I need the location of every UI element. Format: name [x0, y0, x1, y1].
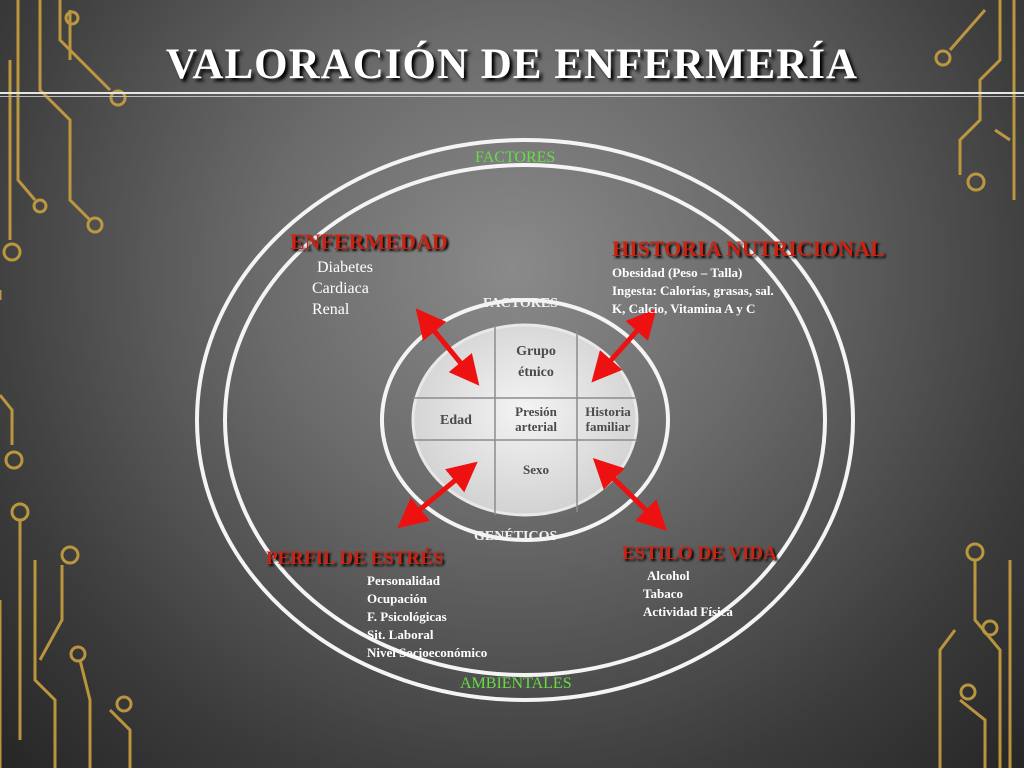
outer-label-bottom: AMBIENTALES	[460, 675, 572, 692]
arrow-historia-nutricional	[591, 308, 657, 383]
list-item: Sit. Laboral	[367, 627, 434, 642]
list-perfil-estres: Personalidad Ocupación F. Psicológicas S…	[367, 572, 487, 662]
list-item: Diabetes	[317, 259, 373, 276]
list-item: Obesidad (Peso – Talla)	[612, 265, 743, 280]
cell-presion-arterial: Presión arterial	[515, 404, 557, 434]
list-item: Actividad Física	[643, 604, 733, 619]
outer-ring	[195, 138, 855, 702]
list-item: Ocupación	[367, 591, 427, 606]
list-historia-nutricional: Obesidad (Peso – Talla) Ingesta: Caloría…	[612, 264, 774, 318]
cell-edad: Edad	[440, 413, 472, 428]
cell-historia-familiar: Historia familiar	[585, 404, 631, 434]
title-divider-thin	[0, 96, 1024, 97]
list-enfermedad: Diabetes Cardiaca Renal	[312, 257, 373, 320]
inner-ring	[380, 298, 670, 542]
list-estilo-vida: Alcohol Tabaco Actividad Física	[643, 567, 733, 621]
list-item: Personalidad	[367, 573, 440, 588]
list-item: Ingesta: Calorías, grasas, sal.	[612, 283, 774, 298]
arrow-enfermedad	[415, 308, 480, 386]
list-item: Alcohol	[647, 568, 690, 583]
page-title: VALORACIÓN DE ENFERMERÍA	[165, 41, 859, 88]
inner-label-bottom: GENÉTICOS	[474, 529, 558, 544]
arrow-perfil-estres	[397, 461, 478, 529]
cell-sexo: Sexo	[523, 462, 549, 477]
arrow-estilo-vida	[592, 457, 668, 532]
inner-label-top: FACTORES	[483, 296, 558, 311]
outer-label-top: FACTORES	[475, 149, 556, 166]
heading-enfermedad: ENFERMEDAD	[290, 229, 448, 254]
heading-historia-nutricional: HISTORIA NUTRICIONAL	[612, 236, 885, 261]
core-grid	[413, 325, 637, 515]
heading-perfil-estres: PERFIL DE ESTRÉS	[266, 548, 444, 569]
list-item: K, Calcio, Vitamina A y C	[612, 301, 756, 316]
list-item: Cardiaca	[312, 280, 369, 297]
list-item: F. Psicológicas	[367, 609, 447, 624]
list-item: Nivel Socioeconómico	[367, 645, 488, 660]
cell-grupo-etnico: Grupo étnico	[516, 344, 556, 380]
middle-ring	[223, 163, 827, 677]
title-divider	[0, 92, 1024, 94]
list-item: Renal	[312, 301, 350, 318]
heading-estilo-vida: ESTILO DE VIDA	[622, 543, 777, 564]
list-item: Tabaco	[643, 586, 683, 601]
